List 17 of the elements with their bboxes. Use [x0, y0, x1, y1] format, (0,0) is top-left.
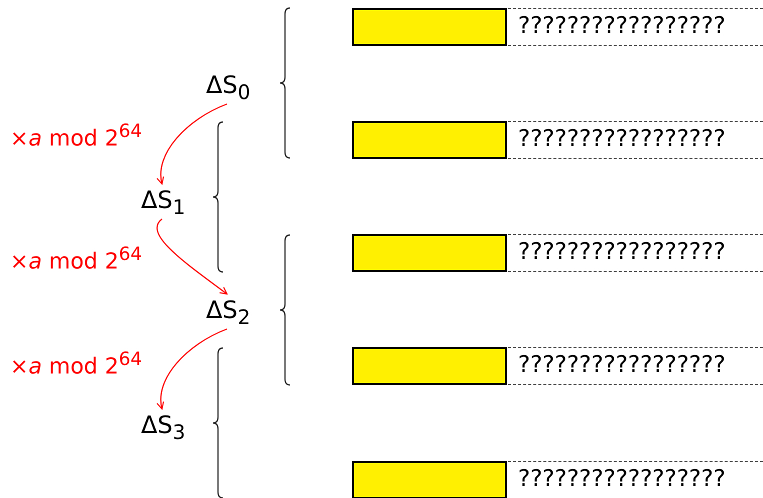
state-label: ΔS$_{2}$	[206, 295, 266, 327]
state-label: ΔS$_{0}$	[206, 70, 266, 102]
state-label: ΔS$_{3}$	[141, 410, 201, 442]
bar	[352, 121, 507, 159]
bar	[352, 461, 507, 498]
arrow	[157, 103, 228, 185]
unknown-value-field: ?????????????????	[508, 121, 763, 159]
bar	[352, 347, 507, 385]
unknown-value-field: ?????????????????	[508, 8, 763, 46]
unknown-value-field: ?????????????????	[508, 461, 763, 498]
arrow	[157, 328, 228, 410]
arrow	[156, 218, 228, 295]
state-label: ΔS$_{1}$	[141, 185, 201, 217]
unknown-value-field: ?????????????????	[508, 234, 763, 272]
unknown-value-field: ?????????????????	[508, 347, 763, 385]
bar	[352, 234, 507, 272]
bar	[352, 8, 507, 46]
